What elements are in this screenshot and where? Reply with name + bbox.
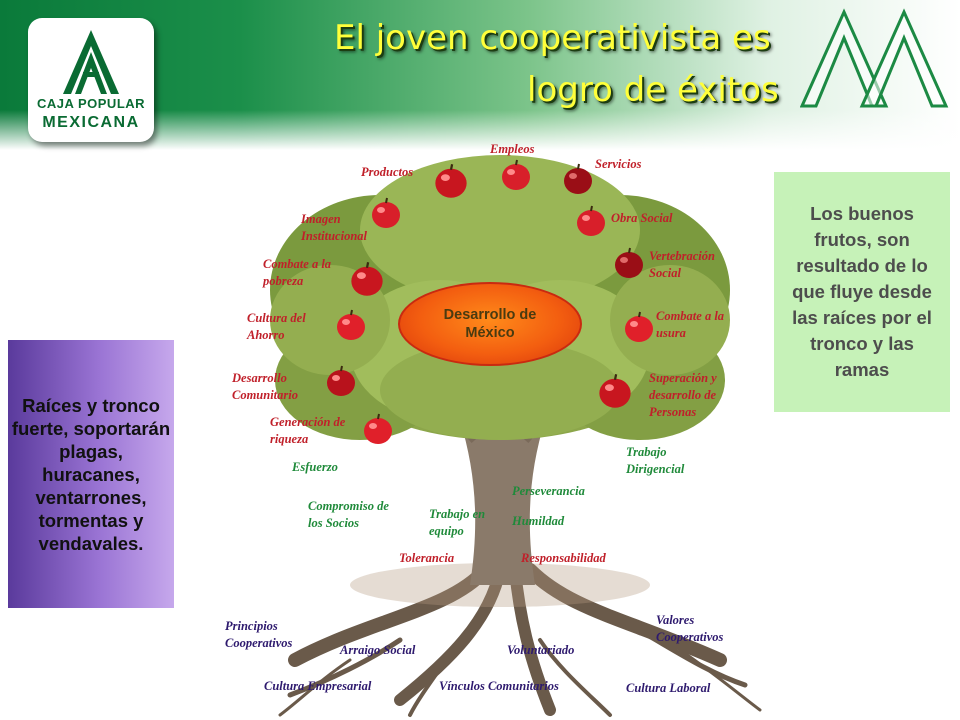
trunk-label: Humildad — [512, 514, 565, 528]
logo-line1: CAJA POPULAR — [36, 96, 146, 111]
apple-icon — [372, 197, 400, 228]
root-label: Voluntariado — [507, 643, 575, 657]
trunk-label: Trabajo Dirigencial — [626, 445, 685, 476]
fruit-label: Desarrollo Comunitario — [232, 371, 298, 402]
left-callout-text: Raíces y tronco fuerte, soportarán plaga… — [11, 394, 171, 554]
apple-icon — [625, 311, 653, 342]
logo-line2: MEXICANA — [42, 114, 140, 131]
fruit-label: Imagen Institucional — [301, 212, 367, 243]
trunk — [460, 420, 545, 585]
apple-icon — [435, 164, 467, 198]
fruit-label: Combate a la usura — [656, 309, 725, 340]
trunk-label: Responsabilidad — [521, 551, 606, 565]
fruit-label: Productos — [361, 165, 414, 179]
root-label: Valores Cooperativos — [656, 613, 724, 644]
foliage — [270, 155, 730, 440]
root-label: Vínculos Comunitarios — [439, 679, 559, 693]
root-label: Principios Cooperativos — [225, 619, 293, 650]
root-label: Arraigo Social — [340, 643, 416, 657]
trunk-label: Esfuerzo — [292, 460, 338, 474]
trunk-label: Perseverancia — [512, 484, 585, 498]
apple-icon — [337, 309, 365, 340]
fruit-label: Obra Social — [611, 211, 673, 225]
apple-icon — [502, 159, 530, 190]
center-badge: Desarrollo de México — [398, 282, 582, 366]
apple-icon — [351, 262, 383, 296]
apple-icon — [327, 365, 355, 396]
apple-icon — [577, 205, 605, 236]
center-badge-text: Desarrollo de México — [443, 307, 537, 341]
roots — [278, 563, 762, 717]
cpm-logo-icon — [63, 30, 119, 94]
trunk-label: Tolerancia — [399, 551, 455, 565]
apple-icon — [599, 374, 631, 408]
apple-icon — [564, 163, 592, 194]
tree-illustration — [270, 155, 762, 717]
apple-icon — [364, 413, 392, 444]
right-callout: Los buenos frutos, son resultado de lo q… — [774, 172, 950, 412]
root-label: Cultura Empresarial — [264, 679, 372, 693]
logo: CAJA POPULAR MEXICANA — [28, 18, 154, 142]
fruit-label: Empleos — [490, 142, 535, 156]
root-label: Cultura Laboral — [626, 681, 711, 695]
fruit-label: Servicios — [595, 157, 642, 171]
watermark-logo-icon — [800, 8, 949, 108]
fruit-label: Combate a la pobreza — [263, 257, 332, 288]
trunk-label: Compromiso de los Socios — [308, 499, 389, 530]
left-callout: Raíces y tronco fuerte, soportarán plaga… — [8, 340, 174, 608]
page-title-line1: El joven cooperativista es — [334, 18, 771, 58]
trunk-label: Trabajo en equipo — [429, 507, 486, 538]
right-callout-text: Los buenos frutos, son resultado de lo q… — [792, 203, 932, 380]
header-band — [0, 0, 960, 150]
fruit-label: Generación de riqueza — [270, 415, 346, 446]
apple-icon — [615, 247, 643, 278]
fruit-label: Superación y desarrollo de Personas — [649, 371, 717, 419]
fruit-label: Cultura del Ahorro — [247, 311, 306, 342]
page-title-line2: logro de éxitos — [527, 70, 779, 110]
fruit-label: Vertebración Social — [649, 249, 715, 280]
